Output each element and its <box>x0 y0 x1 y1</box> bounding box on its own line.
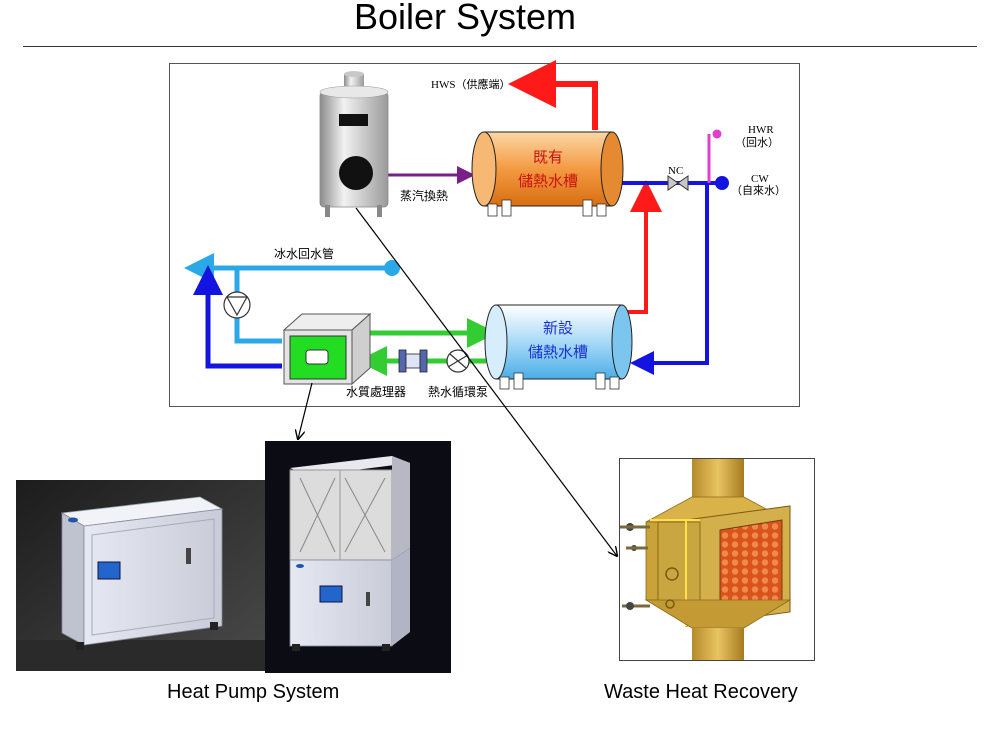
existing-tank-label-1: 既有 <box>533 148 563 166</box>
heat-pump-photo-1 <box>16 480 265 671</box>
cold-water-pipe-return <box>630 183 709 375</box>
nc-valve-icon <box>667 175 689 191</box>
cw-label: CW <box>751 173 769 185</box>
hwr-label: HWR <box>748 124 774 136</box>
waste-heat-pointer <box>355 207 617 556</box>
new-storage-tank <box>484 304 633 390</box>
water-treatment-device <box>398 349 428 373</box>
boiler <box>319 71 389 217</box>
diagram-frame <box>169 63 800 407</box>
heat-pump-pointer <box>298 382 313 439</box>
title-divider <box>23 46 977 47</box>
existing-storage-tank <box>471 131 624 217</box>
waste-heat-recovery-photo <box>619 458 815 661</box>
nc-label: NC <box>668 165 683 177</box>
hws-supply-pipe <box>508 60 598 130</box>
heat-pump-caption: Heat Pump System <box>167 681 340 703</box>
heat-pump-photo-2 <box>265 441 451 673</box>
hwr-sub-label: （回水） <box>735 136 779 149</box>
hwr-node <box>712 129 722 139</box>
waste-heat-caption: Waste Heat Recovery <box>604 681 798 703</box>
new-tank-label-2: 儲熱水槽 <box>528 343 588 361</box>
hot-water-pump-label: 熱水循環泵 <box>428 385 488 399</box>
chilled-return-node <box>384 260 400 276</box>
water-treatment-label: 水質處理器 <box>346 384 406 399</box>
cw-sub-label: （自來水） <box>731 184 786 197</box>
chilled-pump-icon <box>223 291 251 319</box>
hot-transfer-pipe <box>626 180 662 314</box>
steam-exchange-label: 蒸汽換熱 <box>400 188 448 203</box>
hws-label: HWS（供應端） <box>431 77 510 91</box>
heat-pump-unit <box>282 312 372 386</box>
slide-title: Boiler System <box>353 0 577 37</box>
existing-tank-label-2: 儲熱水槽 <box>518 172 578 190</box>
chilled-return-label: 冰水回水管 <box>274 246 334 261</box>
heat-pump-return-loop <box>193 265 282 369</box>
hot-water-pump-icon <box>446 349 470 373</box>
new-tank-label-1: 新設 <box>543 319 573 337</box>
cw-node <box>715 176 729 190</box>
